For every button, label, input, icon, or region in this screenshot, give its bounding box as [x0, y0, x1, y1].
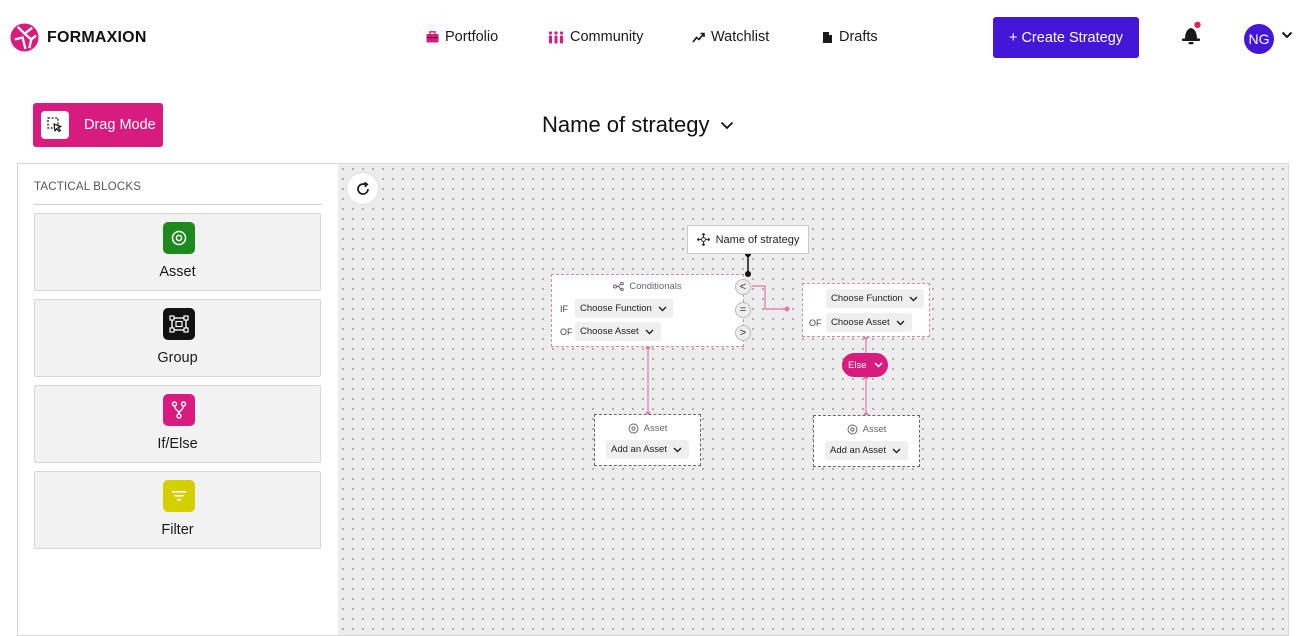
nav-drafts-label: Drafts: [839, 29, 878, 45]
filter-icon: [163, 480, 195, 512]
logo-icon: [10, 23, 39, 52]
chevron-down-icon: [909, 296, 918, 301]
brand-logo[interactable]: FORMAXION: [10, 23, 147, 52]
select-value: Choose Function: [580, 303, 652, 314]
choose-asset-select[interactable]: Choose Asset: [575, 322, 661, 341]
chevron-down-icon: [874, 362, 884, 368]
chevron-down-icon: [720, 121, 733, 129]
asset-icon: [847, 424, 858, 435]
equals-button[interactable]: =: [735, 302, 751, 318]
block-filter[interactable]: Filter: [34, 471, 321, 549]
chevron-down-icon: [673, 447, 682, 452]
add-asset-select[interactable]: Add an Asset: [825, 441, 908, 460]
nav-portfolio-label: Portfolio: [445, 29, 499, 45]
nav-drafts[interactable]: Drafts: [822, 29, 878, 45]
nav-community-label: Community: [570, 29, 644, 45]
node-title: Conditionals: [629, 281, 682, 292]
greater-than-button[interactable]: >: [735, 325, 751, 341]
strategy-title: Name of strategy: [542, 112, 710, 137]
node-title: Asset: [643, 423, 668, 434]
chevron-down-icon: [892, 448, 901, 453]
block-asset[interactable]: Asset: [34, 213, 321, 291]
select-value: Choose Asset: [831, 317, 890, 328]
move-icon: [696, 233, 710, 246]
select-value: Choose Function: [831, 293, 903, 304]
node-header: Asset: [595, 423, 700, 434]
asset-node-right[interactable]: Asset Add an Asset: [813, 415, 920, 467]
conditionals-node[interactable]: Conditionals IF Choose Function OF Choos…: [551, 274, 744, 347]
nav-community[interactable]: Community: [548, 29, 643, 45]
nav-portfolio[interactable]: Portfolio: [426, 29, 498, 45]
strategy-name-dropdown[interactable]: Name of strategy: [542, 112, 734, 138]
else-label: Else: [848, 359, 867, 371]
asset-node-left[interactable]: Asset Add an Asset: [594, 414, 701, 466]
comparison-node[interactable]: Choose Function OF Choose Asset: [802, 283, 930, 337]
less-than-button[interactable]: <: [735, 279, 751, 295]
select-value: Add an Asset: [611, 444, 667, 455]
block-group[interactable]: Group: [34, 299, 321, 377]
brand-name: FORMAXION: [47, 28, 147, 46]
drag-mode-button[interactable]: Drag Mode: [33, 103, 163, 147]
root-node-label: Name of strategy: [715, 233, 800, 246]
block-label: Filter: [161, 522, 194, 538]
block-if-else[interactable]: If/Else: [34, 385, 321, 463]
trend-icon: [692, 32, 705, 42]
people-icon: [548, 30, 564, 43]
bell-icon[interactable]: [1180, 21, 1204, 47]
briefcase-icon: [426, 31, 439, 43]
of-label: OF: [560, 327, 573, 337]
block-label: Group: [157, 350, 198, 366]
nav-watchlist-label: Watchlist: [711, 29, 770, 45]
node-header: Asset: [814, 424, 919, 435]
strategy-canvas[interactable]: Name of strategy Conditionals IF Choose …: [338, 163, 1289, 636]
avatar[interactable]: NG: [1244, 24, 1274, 54]
block-label: Asset: [159, 264, 196, 280]
create-strategy-button[interactable]: + Create Strategy: [993, 17, 1139, 58]
of-label: OF: [809, 318, 822, 328]
choose-function-select[interactable]: Choose Function: [575, 299, 673, 318]
panel-title: TACTICAL BLOCKS: [34, 181, 142, 193]
asset-icon: [628, 423, 639, 434]
group-icon: [163, 308, 195, 340]
divider: [34, 204, 322, 205]
top-navbar: FORMAXION Portfolio Community Watchlist …: [0, 0, 1297, 76]
drag-mode-icon-box: [41, 111, 69, 139]
asset-icon: [163, 222, 195, 254]
tactical-blocks-panel: TACTICAL BLOCKS Asset Group: [17, 163, 338, 636]
cursor-select-icon: [47, 117, 62, 133]
reset-view-button[interactable]: [347, 173, 378, 204]
else-dropdown[interactable]: Else: [842, 353, 888, 377]
drag-mode-label: Drag Mode: [84, 117, 156, 133]
branch-icon: [163, 394, 195, 426]
conditionals-icon: [613, 282, 625, 291]
node-header: Conditionals: [552, 281, 743, 292]
nav-watchlist[interactable]: Watchlist: [692, 29, 769, 45]
choose-function-select[interactable]: Choose Function: [826, 289, 924, 308]
chevron-down-icon: [658, 306, 667, 311]
select-value: Choose Asset: [580, 326, 639, 337]
chevron-down-icon[interactable]: [1281, 31, 1293, 39]
root-strategy-node[interactable]: Name of strategy: [687, 225, 809, 254]
select-value: Add an Asset: [830, 445, 886, 456]
if-label: IF: [560, 304, 568, 314]
choose-asset-select[interactable]: Choose Asset: [826, 313, 912, 332]
refresh-icon: [356, 181, 369, 195]
block-label: If/Else: [157, 436, 198, 452]
document-icon: [823, 31, 832, 43]
node-title: Asset: [862, 424, 887, 435]
chevron-down-icon: [645, 329, 654, 334]
add-asset-select[interactable]: Add an Asset: [606, 440, 689, 459]
chevron-down-icon: [896, 320, 905, 325]
connectors: [645, 251, 869, 418]
